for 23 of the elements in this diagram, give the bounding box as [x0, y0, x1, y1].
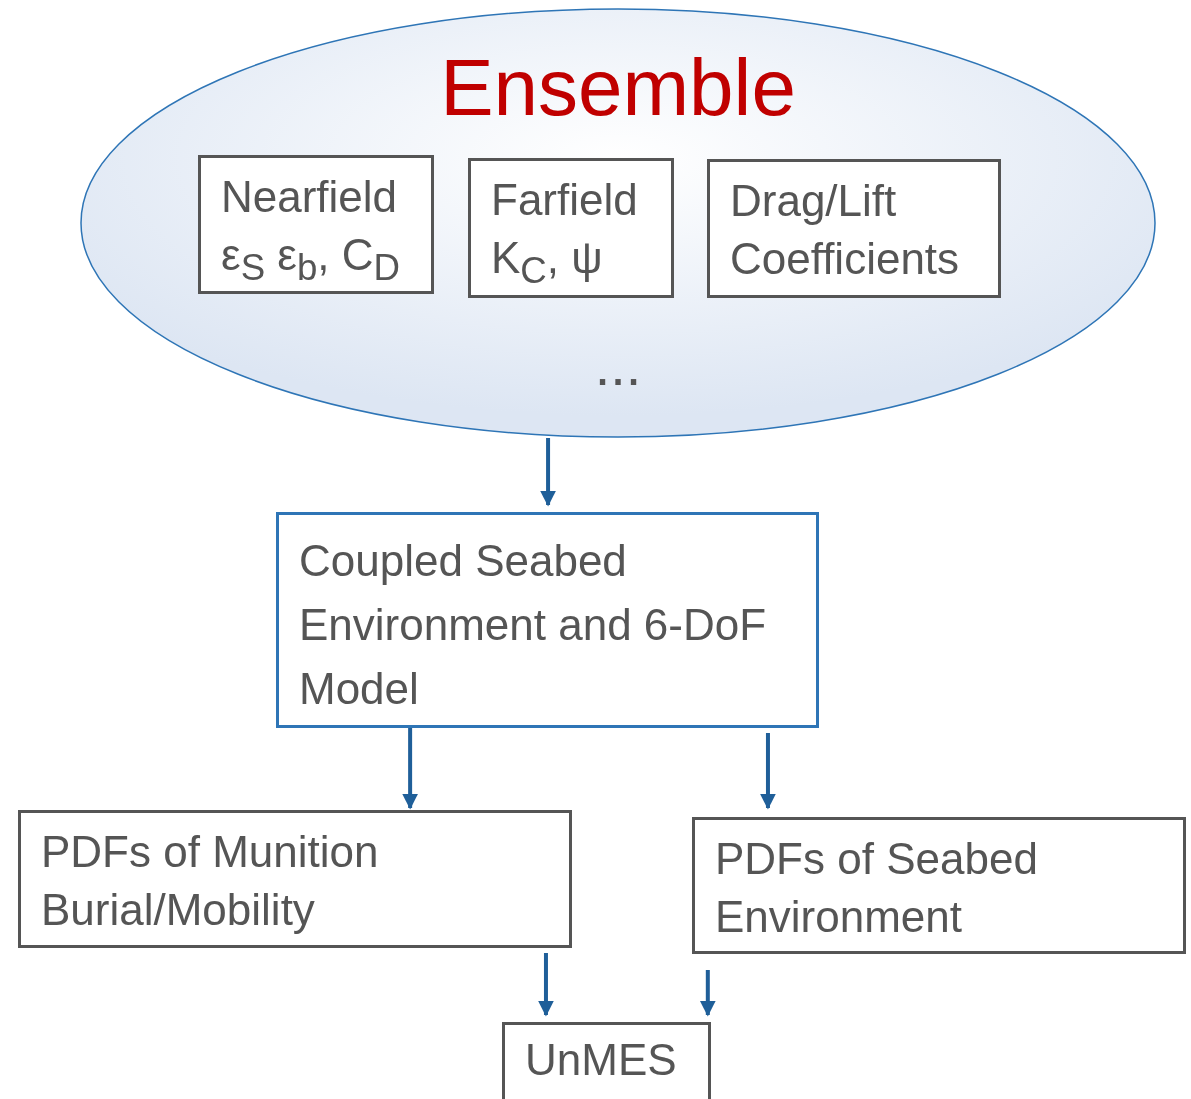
- box-text: UnMES: [525, 1035, 677, 1084]
- box-text: PDFs of Seabed Environment: [715, 834, 1038, 941]
- text-box: [198, 155, 434, 294]
- box-text: Farfield: [491, 175, 638, 224]
- arrow: [540, 438, 557, 507]
- arrow: [537, 953, 554, 1017]
- box-text: PDFs of Munition Burial/Mobility: [41, 827, 379, 934]
- box-text: Coupled Seabed Environment and 6-DoF Model: [299, 536, 767, 713]
- box-text: Nearfield: [221, 172, 398, 221]
- box-text: Drag/Lift Coefficients: [730, 176, 960, 283]
- text-box: [692, 817, 1186, 954]
- text-box: [18, 810, 572, 948]
- box-text: K$_{C}$, ψ: [491, 233, 603, 282]
- text-box: [502, 1022, 711, 1099]
- text-box: [468, 158, 674, 298]
- box-text: ε$_{S}$ ε$_{b}$, C$_{D}$: [221, 230, 401, 279]
- text-box: [707, 159, 1001, 298]
- model-box: [276, 512, 819, 728]
- ensemble-title: Ensemble: [440, 43, 796, 132]
- arrow: [699, 970, 716, 1017]
- arrow: [759, 733, 776, 810]
- arrow: [402, 728, 419, 810]
- ellipsis: ...: [594, 334, 642, 397]
